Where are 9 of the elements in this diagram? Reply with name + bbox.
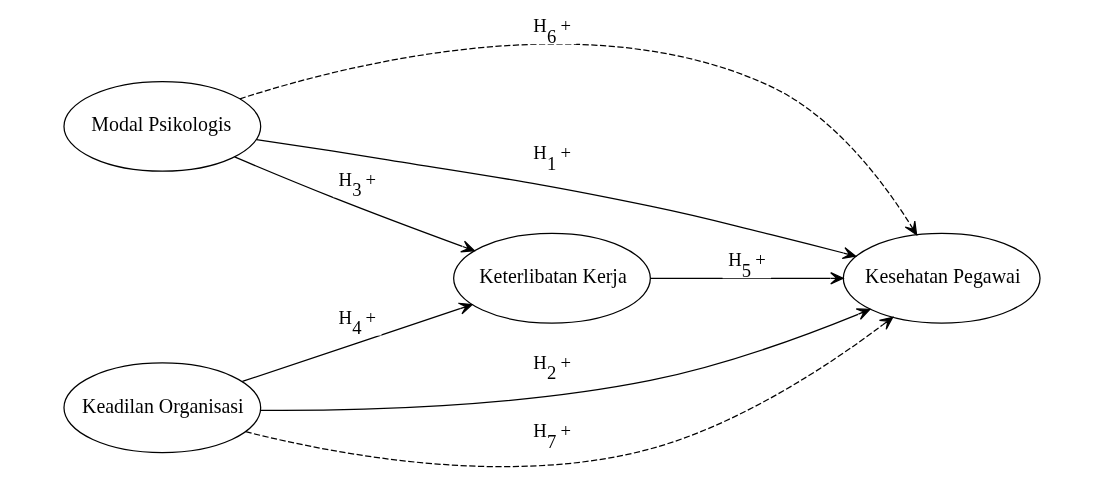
node-ellipse: Keterlibatan Kerja: [453, 232, 651, 324]
arrow: [241, 302, 473, 383]
arrow: [239, 43, 918, 236]
arrow: [233, 156, 475, 253]
arrow: [245, 316, 894, 468]
node-ellipse: Modal Psikologis: [63, 80, 262, 172]
node-ellipse: Keadilan Organisasi: [63, 362, 262, 454]
arrow: [649, 272, 844, 285]
arrow: [260, 308, 871, 411]
